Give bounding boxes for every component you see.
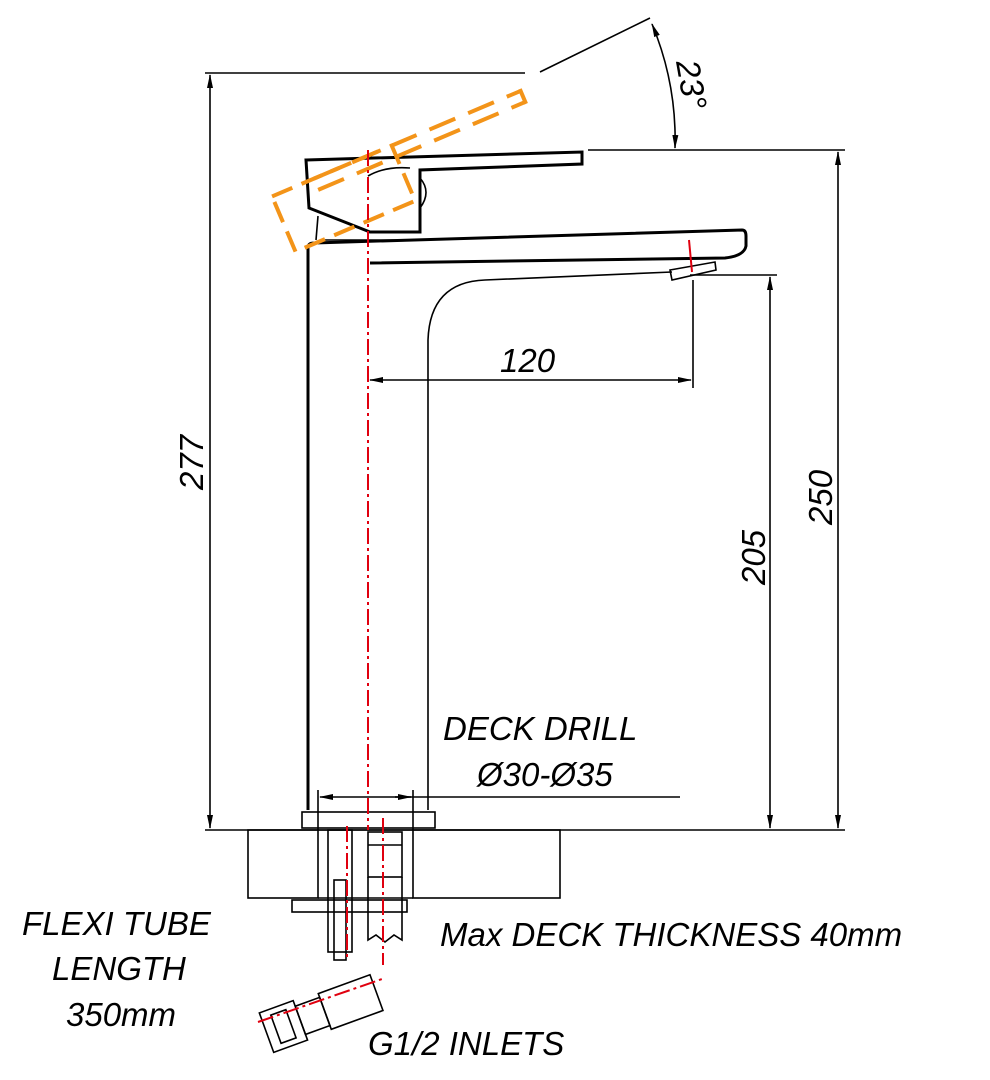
extension-lines [205, 17, 845, 831]
dimension-205-label: 205 [735, 529, 772, 586]
deck-thickness-label: Max DECK THICKNESS 40mm [440, 916, 902, 953]
dimension-angle-label: 23° [669, 56, 714, 113]
tails-and-fittings [258, 829, 408, 1054]
deck-drill-value: Ø30-Ø35 [476, 756, 613, 793]
deck-drill-title: DECK DRILL [443, 710, 637, 747]
centerlines [257, 150, 693, 1023]
handle-lever [304, 150, 584, 241]
dimension-250-label: 250 [802, 469, 839, 526]
dimension-deck-drill [317, 790, 680, 830]
dimension-120-label: 120 [500, 342, 556, 379]
lever-open-position [269, 88, 528, 255]
dimension-277-label: 277 [173, 433, 210, 491]
flexi-tube-label-line1: FLEXI TUBE [22, 905, 212, 942]
dimension-23-degrees [651, 23, 679, 149]
flexi-tube-label-line3: 350mm [66, 996, 176, 1033]
flexi-tube-label-line2: LENGTH [52, 950, 186, 987]
deck-slab [247, 829, 561, 899]
inlets-label: G1/2 INLETS [368, 1025, 564, 1062]
